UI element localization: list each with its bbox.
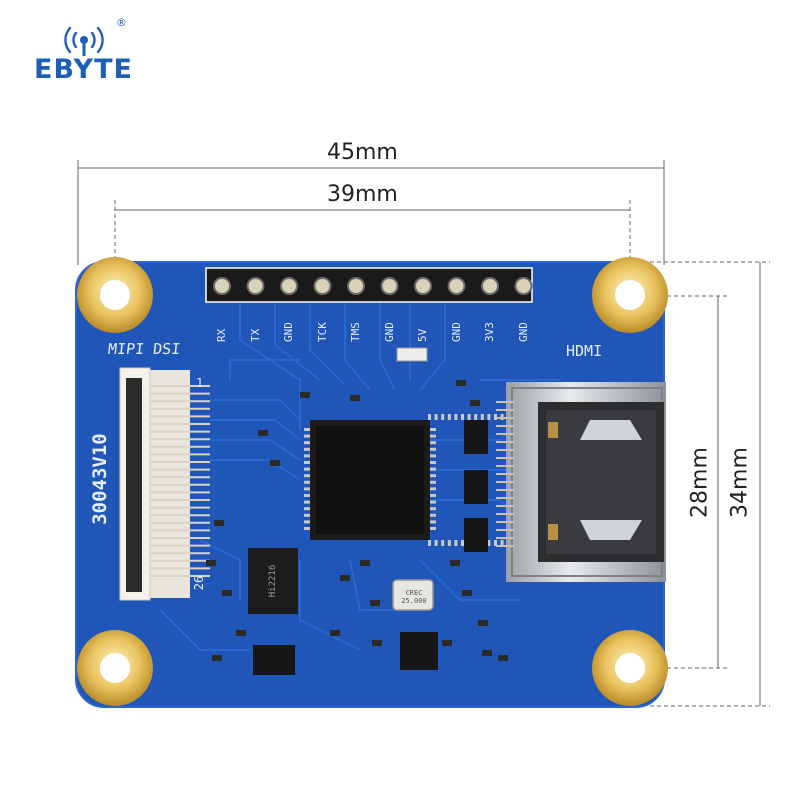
mipi-dsi-label: MIPI DSI <box>107 340 182 358</box>
header-pin-label: GND <box>449 322 463 342</box>
pin-1-label: 1 <box>196 376 204 390</box>
header-pin-label: GND <box>382 322 396 342</box>
pin-26-label: 26 <box>192 575 207 591</box>
registered-mark: ® <box>116 16 127 29</box>
header-pin-label: TX <box>248 328 262 342</box>
hdmi-label: HDMI <box>566 342 603 360</box>
brand-name: EBYTE <box>34 54 133 85</box>
header-pin-label: GND <box>282 322 295 342</box>
header-pin-label: RX <box>215 328 228 342</box>
header-pin-label: 5V <box>416 328 429 342</box>
flash-chip-marking: Hi2216 <box>268 564 278 598</box>
header-pin-label: GND <box>516 322 530 342</box>
header-pin <box>514 277 533 295</box>
board-model-label: 30043V10 <box>89 433 111 525</box>
header-pin <box>313 277 332 295</box>
header-pin-label: TMS <box>349 322 362 342</box>
width-overall-label: 45mm <box>327 140 398 165</box>
header-pin <box>213 277 231 295</box>
wireless-signal-icon <box>64 26 104 56</box>
width-holes-label: 39mm <box>327 182 398 207</box>
crystal-marking: CREC 25.000 <box>401 589 427 605</box>
header-pin-label: 3V3 <box>483 322 496 342</box>
header-pin <box>280 277 298 295</box>
header-pin <box>481 277 499 295</box>
header-pin <box>414 277 432 295</box>
header-pin <box>380 277 399 295</box>
header-pin <box>347 277 365 295</box>
header-pin-label: TCK <box>315 322 329 342</box>
header-pin <box>447 277 466 295</box>
header-pin <box>246 277 265 295</box>
